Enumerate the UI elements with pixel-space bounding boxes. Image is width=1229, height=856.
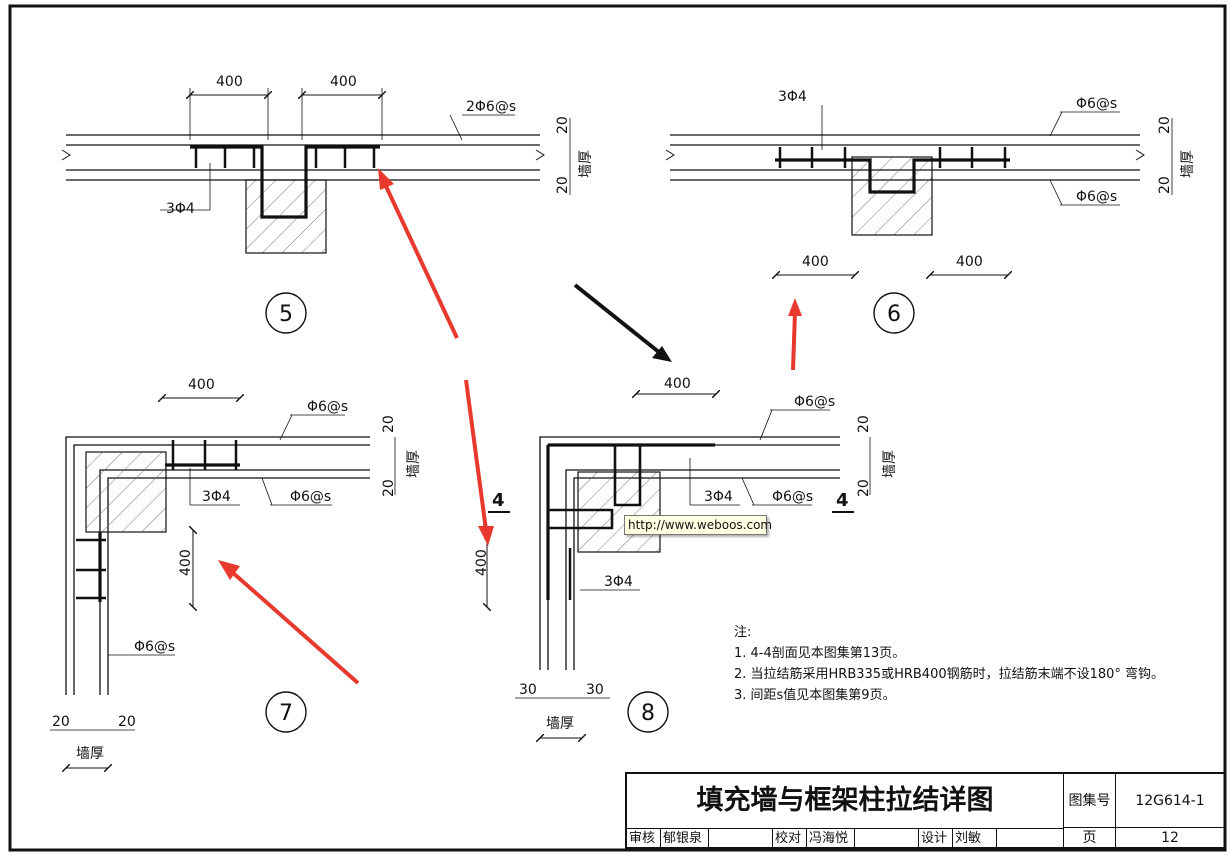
- dim-6-top20: 20: [1157, 116, 1173, 134]
- label-7-phi6-bot: Φ6@s: [134, 639, 175, 655]
- detail-6: 400 400 3Φ4 Φ6@s Φ6@s 20 20 墙厚 6: [665, 89, 1196, 334]
- dim-7-r20b: 20: [381, 479, 397, 497]
- dim-5-right: 400: [330, 74, 357, 90]
- atlas-number-value: 12G614-1: [1115, 774, 1224, 828]
- wall-thick-7-bottom: 墙厚: [76, 746, 104, 762]
- dim-7-r20a: 20: [381, 415, 397, 433]
- dim-7-left: 400: [178, 549, 194, 576]
- design-label: 设计: [919, 828, 953, 849]
- detail-number-8: 8: [641, 701, 655, 726]
- review-label: 审核: [627, 828, 661, 849]
- design-signature: [997, 828, 1063, 849]
- label-6-phi6-bot: Φ6@s: [1076, 189, 1117, 205]
- label-8-3phi4-top: 3Φ4: [704, 489, 733, 505]
- dim-5-top20: 20: [555, 116, 571, 134]
- dim-7-b20a: 20: [52, 714, 70, 730]
- label-7-phi6-top: Φ6@s: [307, 399, 348, 415]
- notes: 注: 1. 4-4剖面见本图集第13页。 2. 当拉结筋采用HRB335或HRB…: [734, 622, 1164, 706]
- url-tooltip: http://www.weboos.com: [624, 515, 772, 535]
- dim-6-left: 400: [802, 254, 829, 270]
- dim-7-b20b: 20: [118, 714, 136, 730]
- notes-heading: 注:: [734, 625, 752, 640]
- label-5-3phi4: 3Φ4: [166, 201, 195, 217]
- wall-thick-7-right: 墙厚: [406, 450, 422, 478]
- dim-8-top: 400: [664, 376, 691, 392]
- dim-8-r20a: 20: [856, 415, 872, 433]
- wall-thick-8-right: 墙厚: [882, 450, 898, 478]
- review-signature: [709, 828, 773, 849]
- wall-thick-6: 墙厚: [1180, 150, 1196, 178]
- dim-8-left: 400: [474, 549, 490, 576]
- dim-5-left: 400: [216, 74, 243, 90]
- wall-thick-5: 墙厚: [578, 150, 594, 178]
- dim-8-b30b: 30: [586, 682, 604, 698]
- dim-6-right: 400: [956, 254, 983, 270]
- dim-7-top: 400: [188, 377, 215, 393]
- detail-number-5: 5: [279, 302, 293, 327]
- atlas-number-label: 图集号: [1063, 774, 1115, 828]
- page-value: 12: [1115, 828, 1224, 849]
- check-name: 冯海悦: [807, 828, 855, 849]
- detail-7: 400 400 Φ6@s Φ6@s 3Φ4 Φ6@s 20 20 墙厚 20 2…: [50, 377, 422, 768]
- check-label: 校对: [773, 828, 807, 849]
- section-marker-right: 4: [836, 490, 849, 511]
- label-8-phi6-top: Φ6@s: [794, 394, 835, 410]
- wall-thick-8-bottom: 墙厚: [546, 716, 574, 732]
- signature-row: 审核 郁银泉 校对 冯海悦 设计 刘敏: [627, 828, 1063, 849]
- design-name: 刘敏: [953, 828, 997, 849]
- dim-8-b30a: 30: [519, 682, 537, 698]
- sheet-frame: [8, 4, 1227, 852]
- page-label: 页: [1063, 828, 1115, 849]
- annotation-arrows: [218, 168, 802, 685]
- check-signature: [855, 828, 919, 849]
- note-item: 3. 间距s值见本图集第9页。: [734, 688, 896, 703]
- detail-number-6: 6: [887, 302, 901, 327]
- detail-8: 400 400 Φ6@s Φ6@s 3Φ4 3Φ4 20 20 墙厚 30 30…: [474, 376, 898, 738]
- drawing-title: 填充墙与框架柱拉结详图: [627, 774, 1064, 829]
- dim-5-bot20: 20: [555, 176, 571, 194]
- label-8-3phi4-bot: 3Φ4: [604, 574, 633, 590]
- detail-number-7: 7: [279, 701, 293, 726]
- label-8-phi6-mid: Φ6@s: [772, 489, 813, 505]
- label-6-3phi4: 3Φ4: [778, 89, 807, 105]
- dim-6-bot20: 20: [1157, 176, 1173, 194]
- title-block: 填充墙与框架柱拉结详图 图集号 12G614-1 页 12 审核 郁银泉 校对 …: [625, 772, 1226, 849]
- review-name: 郁银泉: [661, 828, 709, 849]
- label-5-2phi6: 2Φ6@s: [466, 99, 516, 115]
- label-7-phi6-mid: Φ6@s: [290, 489, 331, 505]
- section-marker-left: 4: [492, 490, 505, 511]
- detail-5: 400 400 2Φ6@s 3Φ4 20 20 墙厚 5: [61, 74, 594, 334]
- note-item: 2. 当拉结筋采用HRB335或HRB400钢筋时，拉结筋末端不设180° 弯钩…: [734, 667, 1165, 682]
- label-7-3phi4: 3Φ4: [202, 489, 231, 505]
- label-6-phi6-top: Φ6@s: [1076, 96, 1117, 112]
- note-item: 1. 4-4剖面见本图集第13页。: [734, 646, 906, 661]
- dim-8-r20b: 20: [856, 479, 872, 497]
